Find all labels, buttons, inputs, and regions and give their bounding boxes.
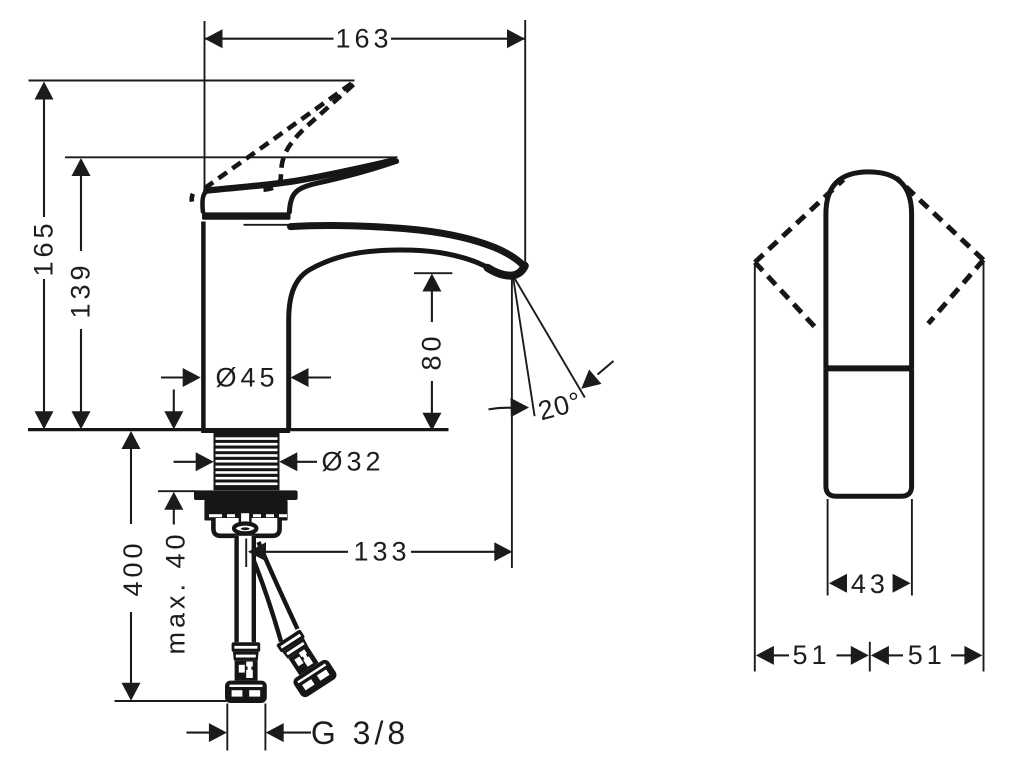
svg-text:139: 139 — [66, 261, 96, 318]
svg-text:80: 80 — [417, 332, 447, 370]
svg-text:43: 43 — [851, 569, 889, 599]
svg-text:51: 51 — [908, 640, 946, 670]
svg-text:133: 133 — [353, 537, 410, 567]
svg-text:163: 163 — [335, 24, 392, 54]
svg-text:Ø45: Ø45 — [215, 362, 278, 392]
svg-text:Ø32: Ø32 — [321, 447, 384, 477]
svg-text:165: 165 — [29, 219, 59, 276]
svg-text:51: 51 — [792, 640, 830, 670]
svg-text:400: 400 — [118, 539, 148, 596]
svg-text:max. 40: max. 40 — [161, 530, 191, 654]
svg-text:G 3/8: G 3/8 — [311, 715, 409, 751]
